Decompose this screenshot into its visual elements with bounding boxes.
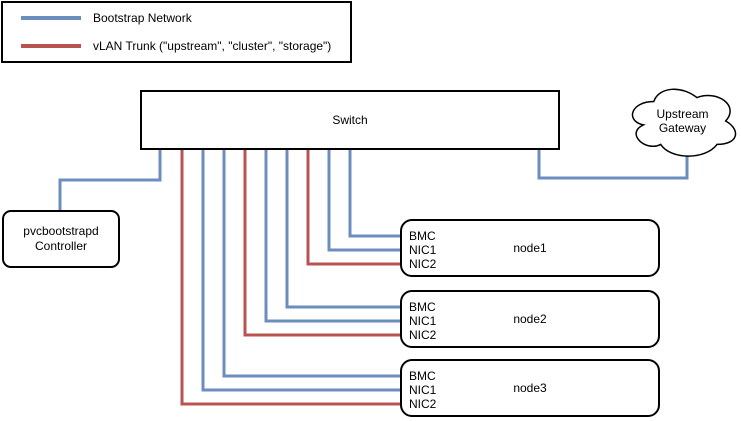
server-name: node3 bbox=[513, 381, 547, 395]
controller-label-line1: pvcbootstrapd bbox=[23, 224, 99, 238]
port-label-nic2: NIC2 bbox=[409, 328, 437, 342]
port-label-nic1: NIC1 bbox=[409, 383, 437, 397]
connector-switch-node1-nic2 bbox=[306, 149, 403, 266]
upstream-gateway-label: Upstream Gateway bbox=[625, 82, 740, 160]
server-name: node2 bbox=[513, 312, 547, 326]
connector-switch-node1-nic1 bbox=[327, 149, 403, 252]
port-list: BMC NIC1 NIC2 bbox=[409, 300, 436, 342]
legend: Bootstrap Network vLAN Trunk ("upstream"… bbox=[1, 1, 352, 63]
connector-switch-node3-nic2 bbox=[180, 149, 403, 406]
legend-label: vLAN Trunk ("upstream", "cluster", "stor… bbox=[93, 38, 332, 53]
port-label-nic1: NIC1 bbox=[409, 314, 437, 328]
upstream-gateway-node: Upstream Gateway bbox=[625, 82, 740, 160]
controller-node: pvcbootstrapd Controller bbox=[2, 210, 120, 268]
server-name: node1 bbox=[513, 241, 547, 255]
connector-switch-node2-bmc bbox=[285, 149, 403, 309]
port-label-bmc: BMC bbox=[409, 300, 436, 314]
legend-item-bootstrap-network: Bootstrap Network bbox=[3, 6, 350, 30]
server-node-node2: BMC NIC1 NIC2 node2 bbox=[400, 290, 660, 348]
connector-switch-node3-bmc bbox=[222, 149, 403, 378]
port-label-nic2: NIC2 bbox=[409, 257, 437, 271]
connector-switch-node2-nic1 bbox=[264, 149, 403, 323]
port-list: BMC NIC1 NIC2 bbox=[409, 229, 436, 271]
connector-switch-node1-bmc bbox=[348, 149, 403, 238]
port-label-nic1: NIC1 bbox=[409, 243, 437, 257]
upstream-gateway-label-line2: Gateway bbox=[658, 121, 707, 135]
connector-switch-node2-nic2 bbox=[243, 149, 403, 337]
switch-label: Switch bbox=[332, 113, 368, 127]
vlan-trunk-line-swatch bbox=[21, 43, 81, 48]
switch-node: Switch bbox=[140, 90, 560, 150]
connector-switch-upstream-gateway bbox=[537, 149, 689, 180]
upstream-gateway-label-line1: Upstream bbox=[656, 107, 709, 121]
port-label-nic2: NIC2 bbox=[409, 397, 437, 411]
port-label-bmc: BMC bbox=[409, 369, 436, 383]
server-node-node1: BMC NIC1 NIC2 node1 bbox=[400, 219, 660, 277]
connector-switch-node3-nic1 bbox=[201, 149, 403, 392]
controller-label-line2: Controller bbox=[34, 239, 88, 253]
connector-switch-controller bbox=[58, 149, 162, 212]
port-label-bmc: BMC bbox=[409, 229, 436, 243]
cloud-icon bbox=[625, 82, 740, 160]
legend-label: Bootstrap Network bbox=[93, 11, 192, 26]
legend-item-vlan-trunk: vLAN Trunk ("upstream", "cluster", "stor… bbox=[3, 34, 350, 58]
bootstrap-network-line-swatch bbox=[21, 16, 81, 21]
port-list: BMC NIC1 NIC2 bbox=[409, 369, 436, 411]
server-node-node3: BMC NIC1 NIC2 node3 bbox=[400, 359, 660, 417]
